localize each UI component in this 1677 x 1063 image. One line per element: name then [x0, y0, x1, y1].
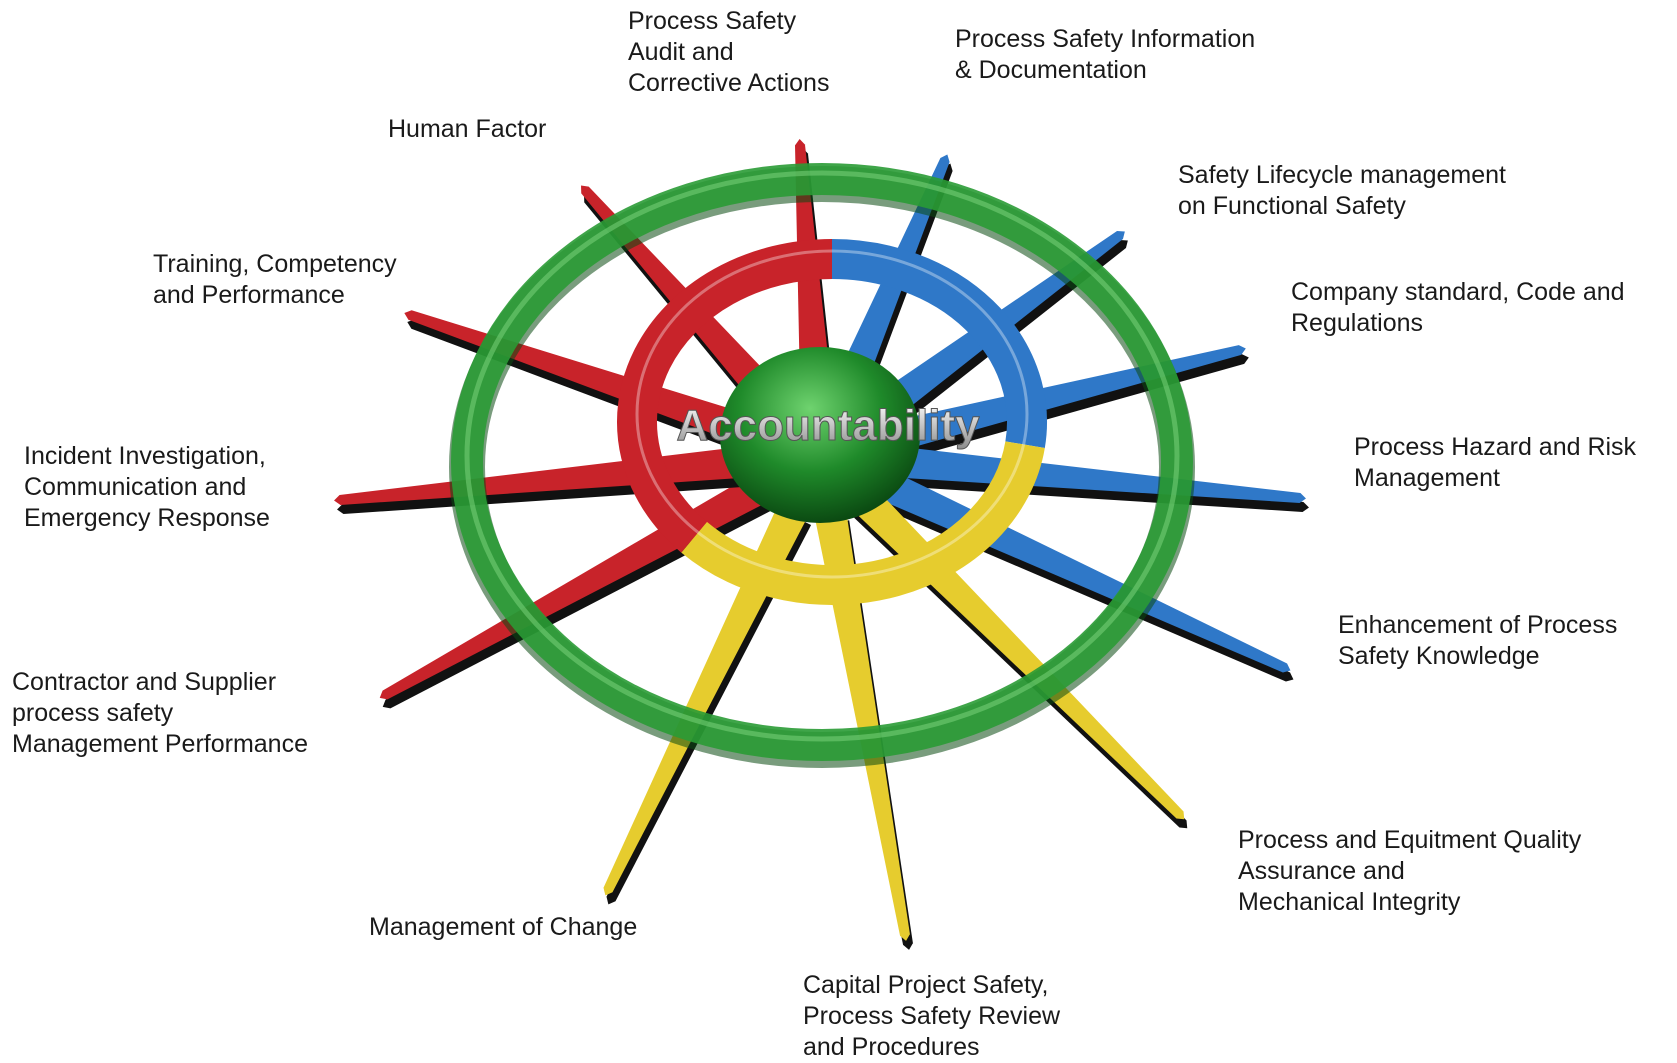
spoke-8: [814, 511, 910, 941]
pillar-label-2: Process Safety Information & Documentati…: [955, 25, 1256, 84]
inner-ring-highlight: [635, 249, 1029, 579]
pillar-label-12: Training, Competency and Performance: [153, 250, 397, 309]
outer-ring-highlight: [464, 170, 1180, 742]
hub-layer: Accountability: [676, 347, 981, 523]
inner-ring-blue-segment: [831, 239, 1047, 448]
pillar-label-4: Company standard, Code and Regulations: [1291, 278, 1625, 337]
pillar-label-8: Capital Project Safety, Process Safety R…: [803, 971, 1061, 1061]
outer-ring-layer: [449, 163, 1195, 768]
inner-ring-red-segment: [617, 239, 833, 553]
inner-ring-yellow-segment: [681, 441, 1045, 605]
pillar-label-5: Process Hazard and Risk Management: [1354, 433, 1637, 492]
spoke-shadow: [606, 510, 812, 905]
center-hub: [720, 347, 920, 523]
inner-ring-layer: [617, 239, 1047, 605]
pillar-label-7: Process and Equitment Quality Assurance …: [1238, 826, 1582, 916]
pillar-label-11: Incident Investigation, Communication an…: [24, 442, 270, 532]
pillar-label-13: Human Factor: [388, 115, 547, 143]
pillar-label-1: Process Safety Audit and Corrective Acti…: [628, 7, 830, 97]
spoke-9: [603, 501, 809, 896]
pillar-label-3: Safety Lifecycle management on Functiona…: [1178, 161, 1506, 220]
pillar-label-6: Enhancement of Process Safety Knowledge: [1338, 611, 1618, 670]
pillar-label-10: Contractor and Supplier process safety M…: [12, 668, 308, 758]
spoke-5: [878, 444, 1306, 503]
pillar-label-9: Management of Change: [369, 913, 638, 941]
center-label: Accountability: [676, 401, 980, 450]
